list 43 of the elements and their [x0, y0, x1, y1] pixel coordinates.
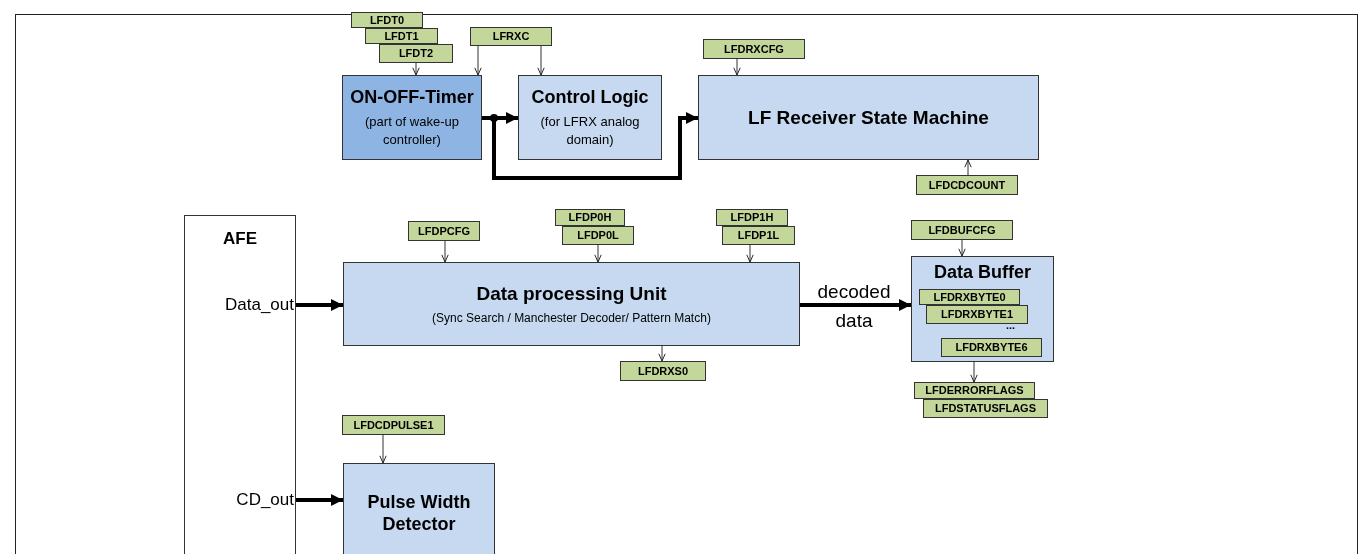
- port-label: Data_out: [225, 295, 294, 315]
- register-tag: LFDBUFCFG: [911, 220, 1013, 240]
- process-block: [518, 75, 662, 160]
- signal-arrow: [482, 112, 698, 180]
- register-tag: LFDT2: [379, 44, 453, 63]
- block-subtitle: (for LFRX analog domain): [539, 112, 641, 149]
- register-tag: LFDCDCOUNT: [916, 175, 1018, 195]
- register-tag: LFDRXS0: [620, 361, 706, 381]
- afe-block: [184, 215, 296, 554]
- register-tag: LFDRXBYTE6: [941, 338, 1042, 357]
- register-tag: LFDP0H: [555, 209, 625, 226]
- process-block: [698, 75, 1039, 160]
- register-tag: LFDT0: [351, 12, 423, 28]
- process-block: [342, 75, 482, 160]
- signal-arrow: [296, 299, 343, 311]
- register-tag: LFDT1: [365, 28, 438, 44]
- register-tag: LFRXC: [470, 27, 552, 46]
- register-tag: LFDPCFG: [408, 221, 480, 241]
- block-title: ON-OFF-Timer: [350, 86, 474, 109]
- register-tag: LFDRXCFG: [703, 39, 805, 59]
- register-tag: LFDRXBYTE0: [919, 289, 1020, 305]
- block-title: AFE: [222, 228, 258, 250]
- process-block: [343, 262, 800, 346]
- block-title: Control Logic: [531, 86, 649, 109]
- signal-arrow: [800, 299, 911, 311]
- block-title: Pulse Width Detector: [366, 490, 472, 536]
- register-tag: LFDSTATUSFLAGS: [923, 399, 1048, 418]
- register-tag: LFDP1L: [722, 226, 795, 245]
- block-subtitle: (Sync Search / Manchester Decoder/ Pattern Match): [432, 309, 711, 327]
- block-subtitle: (part of wake-up controller): [364, 112, 460, 149]
- register-tag: LFDCDPULSE1: [342, 415, 445, 435]
- process-block: [343, 463, 495, 554]
- buffer-block: [911, 256, 1054, 362]
- port-label: CD_out: [236, 490, 294, 510]
- register-tag: LFDP1H: [716, 209, 788, 226]
- edge-label: decoded data: [816, 280, 892, 333]
- block-title: Data processing Unit: [476, 281, 667, 306]
- block-title: Data Buffer: [933, 261, 1032, 284]
- signal-arrow: [296, 494, 343, 506]
- register-tag: LFDERRORFLAGS: [914, 382, 1035, 399]
- register-tag: LFDRXBYTE1: [926, 305, 1028, 324]
- block-title: LF Receiver State Machine: [748, 105, 989, 130]
- register-tag: LFDP0L: [562, 226, 634, 245]
